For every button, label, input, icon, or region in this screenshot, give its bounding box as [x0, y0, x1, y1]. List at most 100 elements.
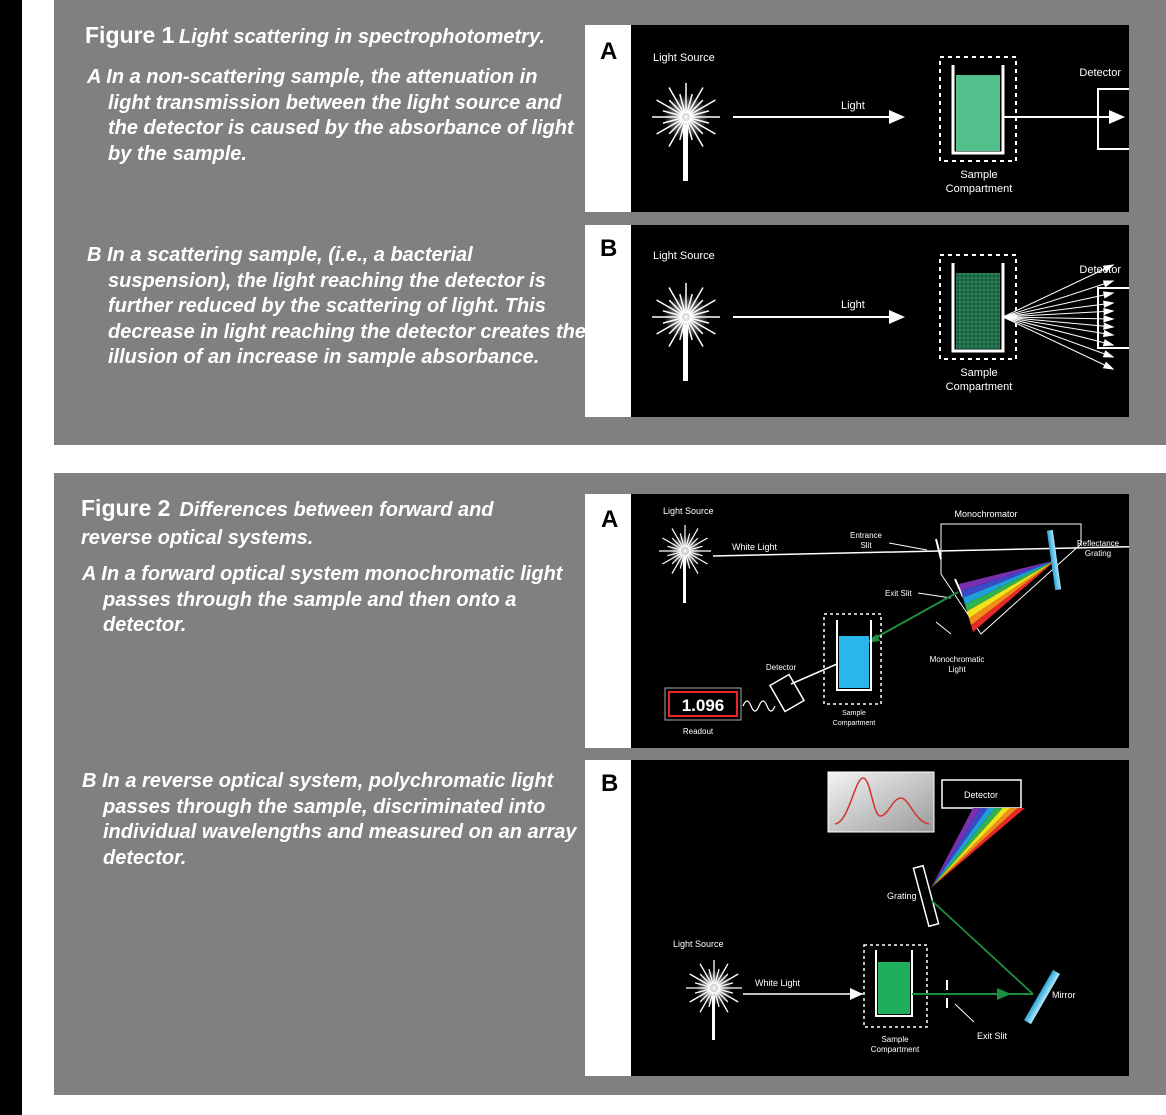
- light-ray: [689, 99, 716, 116]
- light-ray: [656, 118, 683, 135]
- light-ray: [716, 973, 729, 986]
- monochromator-label: Monochromator: [954, 509, 1017, 519]
- white-light-label: White Light: [755, 978, 801, 988]
- light-ray: [671, 553, 683, 565]
- light-ray: [687, 87, 704, 114]
- monochromator-housing: [940, 523, 1082, 635]
- scattered-arrow-icon: [1102, 350, 1115, 358]
- exit-slit-label: Exit Slit: [977, 1031, 1008, 1041]
- figure-2-number: Figure 2: [81, 495, 171, 521]
- light-ray: [689, 310, 710, 317]
- light-ray: [668, 320, 685, 347]
- figure-2-title: Figure 2 Differences between forward and…: [81, 495, 561, 553]
- white-light-label: White Light: [732, 542, 778, 552]
- light-ray: [699, 990, 712, 1003]
- entrance-pointer: [888, 542, 928, 551]
- detector-box: [1097, 287, 1129, 349]
- entrance-slit: [935, 538, 942, 560]
- scattered-ray: [1002, 280, 1114, 318]
- reflectance-label: Reflectance: [1077, 539, 1120, 548]
- detector-label: Detector: [766, 663, 797, 672]
- light-ray: [685, 554, 691, 569]
- figure-2a-diagram: Light Source White Light Monochromator E…: [631, 494, 1129, 748]
- compartment-label: Compartment: [871, 1045, 920, 1054]
- scattered-ray: [1002, 292, 1114, 318]
- spectrum-band: [967, 560, 1056, 619]
- spectrum-band: [961, 560, 1056, 598]
- light-ray: [671, 554, 684, 574]
- light-ray: [708, 968, 714, 985]
- light-ray: [689, 973, 711, 987]
- light-ray: [689, 317, 710, 324]
- figure-1-title: Figure 1 Light scattering in spectrophot…: [85, 22, 545, 49]
- scattered-ray: [1002, 316, 1114, 370]
- light-ray: [687, 537, 699, 549]
- light-ray: [668, 99, 684, 115]
- detector-label: Detector: [1079, 67, 1121, 79]
- grating-label: Grating: [1085, 549, 1111, 558]
- figure-2-caption: Differences between forward and reverse …: [81, 499, 494, 549]
- light-ray: [668, 119, 684, 135]
- cuvette: [951, 263, 1005, 353]
- light-ray: [694, 982, 711, 988]
- grating-label: Grating: [887, 891, 917, 901]
- sample-compartment: [939, 254, 1017, 360]
- detector-label: Detector: [964, 790, 998, 800]
- light-ray: [717, 973, 739, 987]
- light-ray: [686, 120, 693, 141]
- spectrum-fan: [931, 808, 1025, 888]
- monochromatic-beam: [867, 591, 959, 643]
- figure-1b-diagram: Light Source Light Detector Sample Compa…: [631, 225, 1129, 417]
- light-source-icon: [652, 283, 720, 381]
- scattered-ray: [1002, 316, 1114, 358]
- absorbance-spectrum-curve: [834, 777, 930, 825]
- figure-1-panel: Figure 1 Light scattering in spectrophot…: [54, 0, 1166, 445]
- light-ray: [687, 287, 704, 314]
- light-ray: [689, 989, 711, 1003]
- light-ray: [714, 968, 720, 985]
- sample-label: Sample: [960, 169, 997, 181]
- sample-label: Sample: [960, 367, 997, 379]
- light-ray: [671, 528, 684, 548]
- spectrum-band: [931, 808, 1025, 888]
- reflectance-grating: [1046, 529, 1062, 591]
- light-ray: [679, 93, 686, 114]
- light-ray: [688, 99, 704, 115]
- light-ray: [699, 973, 712, 986]
- scattered-ray: [1002, 310, 1114, 318]
- light-arrow-icon: [889, 110, 905, 124]
- light-ray: [717, 982, 734, 988]
- exit-slit: [954, 578, 964, 598]
- light-ray: [687, 120, 704, 147]
- compartment-label: Compartment: [946, 183, 1013, 195]
- light-ray: [688, 299, 704, 315]
- readout-box: [668, 691, 738, 717]
- light-ray: [656, 99, 683, 116]
- scattered-ray: [1002, 316, 1114, 328]
- scattering-sample: [956, 273, 1000, 349]
- light-ray: [685, 533, 691, 548]
- sample-liquid: [839, 636, 869, 688]
- light-ray: [668, 287, 685, 314]
- light-ray: [694, 988, 711, 994]
- detector-wire: [742, 700, 776, 712]
- light-ray: [686, 93, 693, 114]
- scattered-arrow-icon: [1103, 322, 1115, 330]
- readout-label: Readout: [683, 727, 714, 736]
- sample-liquid: [956, 75, 1000, 151]
- light-ray: [662, 310, 683, 317]
- slit-label: Slit: [860, 541, 872, 550]
- light-ray: [689, 299, 716, 316]
- white-light-beam: [712, 545, 1129, 557]
- light-ray: [708, 991, 714, 1008]
- spectrum-band: [971, 560, 1056, 632]
- light-source-label: Light Source: [673, 939, 724, 949]
- light-ray: [686, 320, 693, 341]
- mirror: [1024, 969, 1060, 1025]
- light-ray: [687, 320, 704, 347]
- compartment-label: Compartment: [946, 381, 1013, 393]
- spectrum-band: [931, 808, 1011, 888]
- light-label: Light: [948, 665, 966, 674]
- figure-2b-diagram: Detector Grating Light Source White Ligh…: [631, 760, 1129, 1076]
- figure-2-panel: Figure 2 Differences between forward and…: [54, 473, 1166, 1095]
